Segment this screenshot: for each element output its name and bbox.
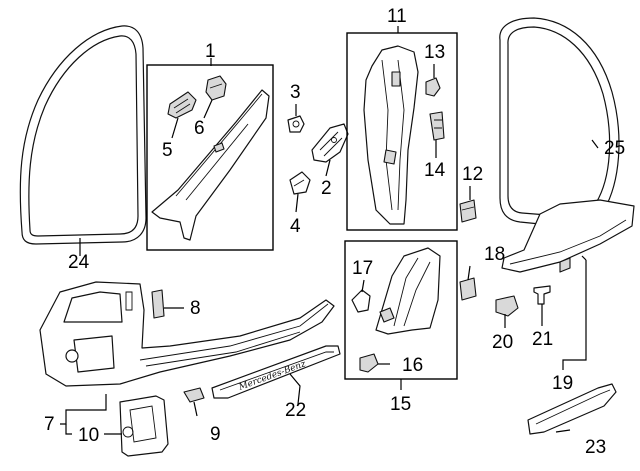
part-13-clip — [425, 77, 441, 97]
part-23-rear-sill-plate — [527, 383, 617, 435]
part-2-bracket — [311, 123, 349, 163]
leader-lines — [60, 26, 599, 435]
callout-10: 10 — [78, 425, 99, 446]
part-21-clip — [533, 285, 551, 305]
callout-13: 13 — [424, 42, 445, 63]
callout-3: 3 — [290, 82, 301, 103]
group-box-1 — [146, 64, 274, 251]
callout-labels: 1 2 3 4 5 6 7 8 9 10 11 12 13 14 15 16 1… — [44, 6, 625, 458]
part-14-clip — [429, 111, 445, 141]
callout-22: 22 — [285, 400, 306, 421]
callout-20: 20 — [492, 332, 513, 353]
part-11-b-pillar-trim — [363, 45, 419, 225]
callout-2: 2 — [321, 178, 332, 199]
part-10-cover-panel — [119, 395, 169, 457]
callout-1: 1 — [205, 41, 216, 62]
callout-7: 7 — [44, 414, 55, 435]
part-16-clip — [359, 353, 379, 373]
part-20-clip — [495, 295, 519, 317]
callout-12: 12 — [462, 164, 483, 185]
callout-17: 17 — [352, 258, 373, 279]
part-6-clip — [205, 75, 227, 101]
callout-6: 6 — [194, 118, 205, 139]
group-box-11 — [346, 32, 458, 231]
part-7-sill-trim-panel — [39, 281, 335, 387]
callout-24: 24 — [68, 252, 90, 273]
callout-16: 16 — [402, 355, 423, 376]
callout-21: 21 — [532, 329, 553, 350]
callout-25: 25 — [604, 138, 625, 159]
callout-23: 23 — [585, 437, 606, 458]
part-19-rear-sill-trim — [501, 199, 635, 273]
callout-8: 8 — [190, 298, 201, 319]
part-3-push-pin — [287, 115, 305, 133]
callout-5: 5 — [162, 140, 173, 161]
callout-15: 15 — [390, 394, 411, 415]
part-17-clip — [351, 289, 371, 313]
part-18-clip — [459, 277, 477, 301]
callout-14: 14 — [424, 160, 446, 181]
callout-19: 19 — [552, 373, 573, 394]
callout-4: 4 — [290, 216, 301, 237]
part-5-clip — [167, 91, 197, 119]
callout-18: 18 — [484, 244, 505, 265]
part-25-rear-door-seal — [499, 17, 620, 228]
part-24-door-seal — [19, 25, 147, 245]
part-4-clip — [289, 171, 311, 195]
callout-9: 9 — [210, 424, 221, 445]
part-8-clip — [151, 289, 165, 319]
part-12-clip — [459, 199, 477, 223]
part-15-lower-pillar-trim — [375, 247, 441, 335]
part-1-a-pillar-trim — [151, 89, 270, 241]
part-9-clip — [183, 387, 205, 403]
callout-11: 11 — [387, 6, 407, 27]
